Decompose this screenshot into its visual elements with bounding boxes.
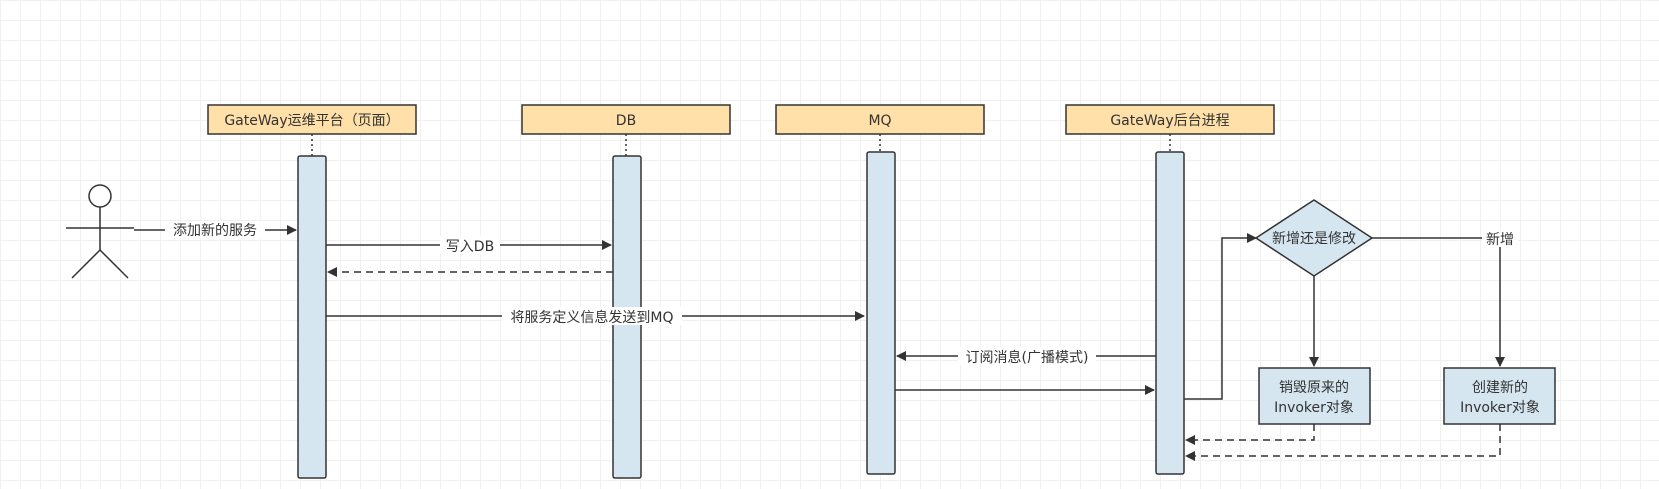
participant-label-mq: MQ <box>868 113 891 129</box>
participant-header-page: GateWay运维平台（页面） <box>207 104 417 135</box>
branch-new-label-bg <box>1482 229 1518 247</box>
message-subscribe-label: 订阅消息(广播模式) <box>966 349 1089 366</box>
box-destroy-invoker: 销毁原来的 Invoker对象 <box>1258 367 1371 425</box>
participant-header-mq: MQ <box>775 104 985 135</box>
header-connectors <box>311 134 1171 156</box>
message-add-service-label-bg <box>165 221 265 239</box>
box-destroy-line1: 销毁原来的 <box>1279 380 1349 396</box>
lifeline-gw <box>1155 151 1185 475</box>
return-from-destroy <box>1185 424 1315 445</box>
box-destroy-line2: Invoker对象 <box>1274 400 1354 416</box>
message-send-mq-label-bg <box>502 307 682 325</box>
participant-header-gw: GateWay后台进程 <box>1065 104 1275 135</box>
box-create-line1: 创建新的 <box>1472 380 1528 396</box>
flow-to-decision <box>1184 233 1257 400</box>
message-send-mq-label: 将服务定义信息发送到MQ <box>510 309 673 326</box>
message-write-db-label: 写入DB <box>446 239 494 255</box>
actor-stick-figure <box>66 184 134 279</box>
lifeline-page <box>297 155 327 479</box>
decision-new-or-modify: 新增还是修改 <box>1254 199 1374 277</box>
participant-label-page: GateWay运维平台（页面） <box>224 113 399 129</box>
participant-label-gw: GateWay后台进程 <box>1110 113 1229 129</box>
message-write-db-label-bg <box>440 236 500 254</box>
branch-new-label: 新增 <box>1486 232 1514 248</box>
flow-branch-new <box>1372 237 1505 367</box>
box-create-invoker: 创建新的 Invoker对象 <box>1443 367 1556 425</box>
message-subscribe-label-bg <box>958 347 1096 365</box>
decision-label: 新增还是修改 <box>1272 231 1356 247</box>
message-add-service-label: 添加新的服务 <box>173 223 257 239</box>
box-create-line2: Invoker对象 <box>1460 400 1540 416</box>
return-from-create <box>1185 424 1501 461</box>
lifeline-mq <box>866 151 896 475</box>
participant-header-db: DB <box>521 104 731 135</box>
participant-label-db: DB <box>616 113 636 129</box>
